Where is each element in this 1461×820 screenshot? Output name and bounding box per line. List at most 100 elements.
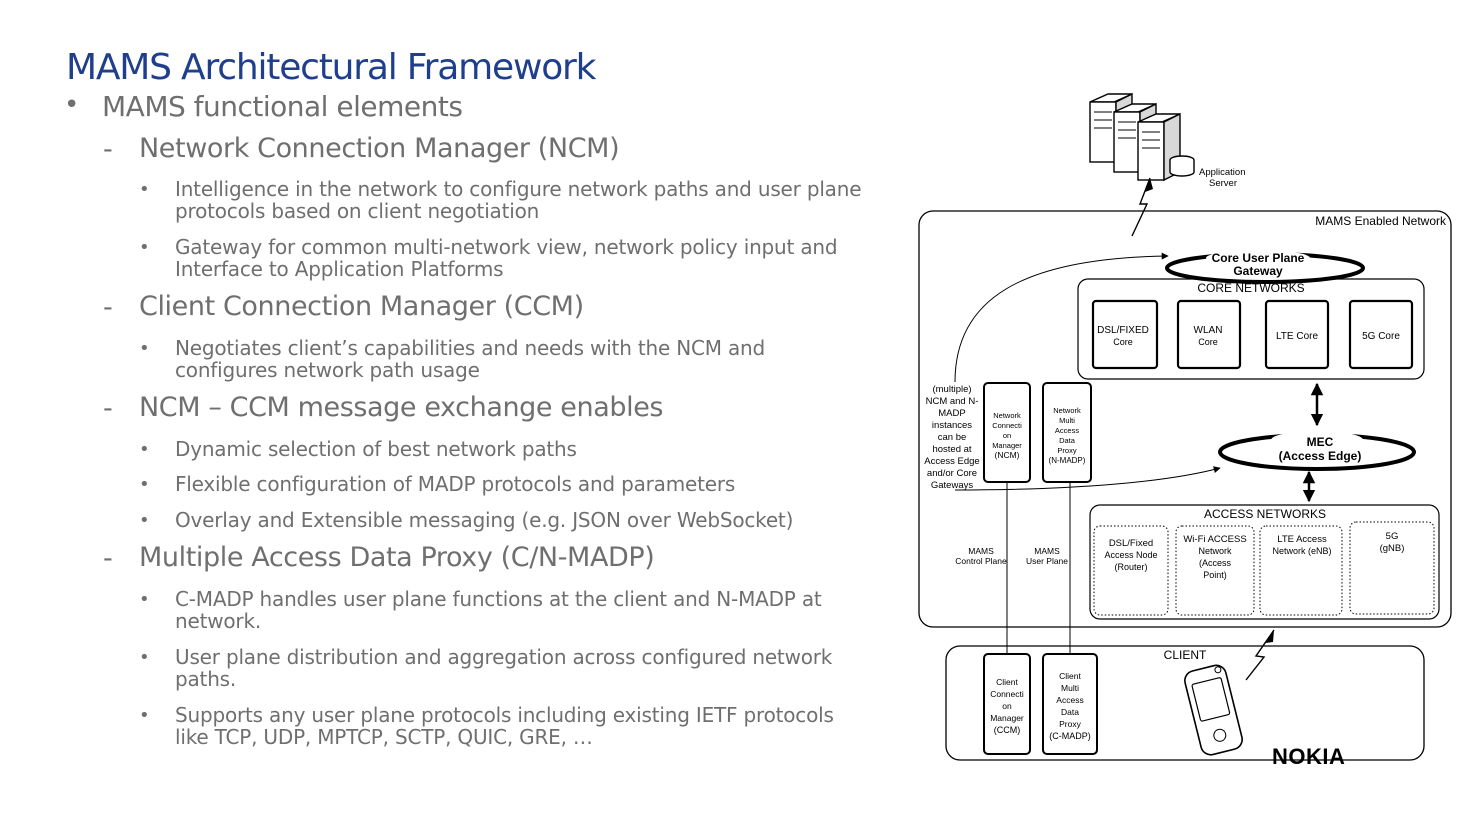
server-icon — [1089, 92, 1195, 182]
control-plane-label: MAMS — [968, 546, 994, 556]
client-box — [945, 645, 1425, 761]
svg-text:Proxy: Proxy — [1057, 446, 1076, 455]
svg-text:NCM and N-: NCM and N- — [926, 396, 979, 407]
svg-text:Point): Point) — [1203, 570, 1227, 580]
core-box-dsl: DSL/FIXED Core — [1091, 299, 1159, 370]
access-networks-box — [1089, 504, 1440, 620]
bullet-dot: • — [64, 90, 80, 120]
heading-exchange: NCM – CCM message exchange enables — [139, 392, 664, 423]
svg-text:LTE Access: LTE Access — [1277, 534, 1327, 545]
access-box-wifi: Wi-Fi ACCESS Network (Access Point) — [1175, 525, 1255, 616]
svg-text:(gNB): (gNB) — [1380, 543, 1405, 554]
multiple-instances-note: (multiple) NCM and N- MADP instances can… — [924, 384, 979, 491]
bullet-ccm-1: Negotiates client’s capabilities and nee… — [175, 336, 765, 382]
app-server-label: Server — [1209, 178, 1237, 189]
svg-text:Network: Network — [1198, 546, 1232, 556]
bullet-madp-3: Supports any user plane protocols includ… — [175, 703, 834, 749]
svg-text:can be: can be — [938, 432, 967, 443]
user-plane-label: User Plane — [1026, 556, 1068, 566]
svg-text:Gateways: Gateways — [931, 480, 973, 491]
core-box-5g: 5G Core — [1348, 299, 1414, 370]
core-gateway-label: Core User Plane — [1212, 251, 1305, 265]
user-plane-label: MAMS — [1034, 546, 1060, 556]
svg-text:on: on — [1002, 701, 1012, 711]
svg-text:Wi-Fi ACCESS: Wi-Fi ACCESS — [1183, 534, 1246, 545]
svg-text:5G Core: 5G Core — [1362, 331, 1400, 342]
nokia-logo: NOKIA — [1272, 744, 1345, 769]
access-box-lte: LTE Access Network (eNB) — [1259, 525, 1343, 616]
bullet-dot: • — [139, 237, 150, 258]
bullet-madp-1: C-MADP handles user plane functions at t… — [175, 587, 822, 633]
mams-network-box — [918, 210, 1452, 628]
dash-marker: - — [103, 134, 113, 165]
heading-madp: Multiple Access Data Proxy (C/N-MADP) — [139, 542, 655, 573]
cmadp-box: Client Multi Access Data Proxy (C-MADP) — [1042, 653, 1098, 755]
svg-text:Manager: Manager — [992, 441, 1022, 450]
svg-text:(Router): (Router) — [1114, 562, 1147, 572]
svg-text:Data: Data — [1061, 707, 1079, 717]
bullet-dot: • — [139, 647, 150, 668]
access-box-5g: 5G (gNB) — [1349, 521, 1435, 615]
svg-text:Access: Access — [1055, 426, 1079, 435]
bullet-dot: • — [139, 338, 150, 359]
svg-text:Manager: Manager — [990, 713, 1024, 723]
heading-ncm: Network Connection Manager (NCM) — [139, 133, 620, 164]
svg-text:Access: Access — [1056, 695, 1083, 705]
svg-text:Multi: Multi — [1059, 416, 1075, 425]
arrow-to-gateway — [954, 252, 1169, 383]
bullet-exchange-3: Overlay and Extensible messaging (e.g. J… — [175, 508, 794, 532]
cloud-icon — [1218, 431, 1416, 471]
dash-marker: - — [103, 292, 113, 323]
svg-text:hosted at: hosted at — [932, 444, 971, 455]
svg-text:Network: Network — [993, 411, 1021, 420]
core-box-lte: LTE Core — [1264, 299, 1330, 370]
dash-marker: - — [103, 543, 113, 574]
svg-text:(N-MADP): (N-MADP) — [1049, 456, 1086, 465]
bullet-madp-2: User plane distribution and aggregation … — [175, 645, 833, 691]
arrow-to-mec — [954, 466, 1221, 491]
wireless-link — [1245, 629, 1275, 681]
svg-text:DSL/FIXED: DSL/FIXED — [1097, 325, 1149, 336]
core-box-wlan: WLAN Core — [1176, 299, 1242, 370]
page-title: MAMS Architectural Framework — [66, 47, 596, 88]
ncm-box: Network Connecti on Manager (NCM) — [983, 382, 1031, 483]
svg-text:(Access: (Access — [1199, 558, 1232, 568]
svg-text:Multi: Multi — [1061, 683, 1079, 693]
svg-text:Network (eNB): Network (eNB) — [1272, 546, 1331, 556]
ccm-box: Client Connecti on Manager (CCM) — [983, 653, 1031, 755]
bullet-dot: • — [139, 705, 150, 726]
bullet-dot: • — [139, 474, 150, 495]
svg-text:Connecti: Connecti — [992, 421, 1022, 430]
core-gateway-label: Gateway — [1233, 264, 1283, 278]
bullet-ncm-1: Intelligence in the network to configure… — [175, 177, 862, 223]
mec-label: MEC — [1307, 435, 1334, 449]
nmadp-box: Network Multi Access Data Proxy (N-MADP) — [1042, 382, 1092, 483]
svg-text:LTE Core: LTE Core — [1276, 331, 1318, 342]
dash-marker: - — [103, 393, 113, 424]
svg-text:Core: Core — [1113, 337, 1133, 347]
svg-text:5G: 5G — [1386, 531, 1399, 542]
svg-text:(multiple): (multiple) — [932, 384, 971, 395]
access-box-dsl: DSL/Fixed Access Node (Router) — [1093, 525, 1169, 616]
mec-label: (Access Edge) — [1279, 449, 1362, 463]
svg-text:(NCM): (NCM) — [994, 450, 1019, 460]
svg-text:instances: instances — [932, 420, 972, 431]
svg-text:DSL/Fixed: DSL/Fixed — [1109, 538, 1153, 549]
bullet-exchange-2: Flexible configuration of MADP protocols… — [175, 472, 736, 496]
cloud-icon — [1165, 250, 1365, 284]
bullet-exchange-1: Dynamic selection of best network paths — [175, 437, 577, 461]
svg-text:Proxy: Proxy — [1059, 719, 1081, 729]
svg-text:Access Edge: Access Edge — [924, 456, 979, 467]
svg-text:Core: Core — [1198, 337, 1218, 347]
mobile-device-icon — [1184, 664, 1243, 756]
svg-text:WLAN: WLAN — [1194, 325, 1223, 336]
bullet-dot: • — [139, 510, 150, 531]
svg-text:Network: Network — [1053, 406, 1081, 415]
svg-text:(CCM): (CCM) — [994, 725, 1021, 735]
client-label: CLIENT — [1164, 648, 1207, 662]
svg-text:on: on — [1003, 431, 1011, 440]
svg-text:Data: Data — [1059, 436, 1076, 445]
wireless-link — [1131, 177, 1151, 237]
heading-ccm: Client Connection Manager (CCM) — [139, 291, 584, 322]
app-server-label: Application — [1199, 167, 1245, 178]
